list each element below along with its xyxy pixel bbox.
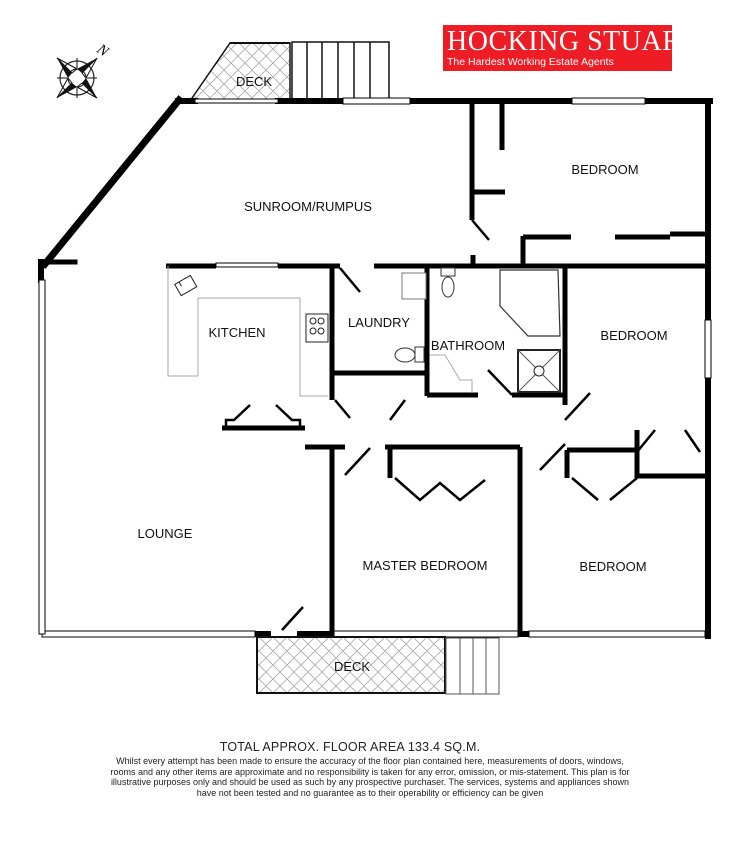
room-label-laundry: LAUNDRY <box>348 315 410 330</box>
brand-name: HOCKING STUART <box>447 26 698 57</box>
disclaimer: Whilst every attempt has been made to en… <box>110 756 630 798</box>
toilet-icon-bathroom <box>440 267 456 298</box>
room-label-deck-bottom: DECK <box>334 659 370 674</box>
doors <box>224 219 702 631</box>
room-label-deck-top: DECK <box>236 74 272 89</box>
laundry-tub-icon <box>401 272 427 300</box>
compass-rose-icon <box>56 57 98 99</box>
toilet-icon <box>394 346 425 363</box>
stairs-bottom <box>445 637 500 695</box>
exterior-walls <box>38 95 713 639</box>
room-label-lounge: LOUNGE <box>138 526 193 541</box>
brand-tagline: The Hardest Working Estate Agents <box>447 56 614 68</box>
room-label-bedroom-right: BEDROOM <box>600 328 667 343</box>
vanity-icon <box>430 354 473 393</box>
room-label-bathroom: BATHROOM <box>431 338 505 353</box>
north-label: N <box>93 41 112 61</box>
room-label-bedroom-top: BEDROOM <box>571 162 638 177</box>
room-label-sunroom: SUNROOM/RUMPUS <box>244 199 372 214</box>
stairs-top <box>291 41 390 101</box>
deck-top <box>188 42 291 102</box>
stove-icon <box>305 313 329 343</box>
total-floor-area: TOTAL APPROX. FLOOR AREA 133.4 SQ.M. <box>219 740 481 754</box>
room-label-kitchen: KITCHEN <box>208 325 265 340</box>
kitchen-bench <box>167 266 328 397</box>
windows <box>38 97 712 638</box>
interior-walls <box>166 101 705 634</box>
shower-icon <box>517 349 561 393</box>
brand-logo: HOCKING STUART The Hardest Working Estat… <box>443 25 697 71</box>
bathtub-icon <box>499 269 561 337</box>
deck-bottom <box>256 636 446 694</box>
footer: TOTAL APPROX. FLOOR AREA 133.4 SQ.M. Whi… <box>110 740 630 798</box>
room-label-master-bedroom: MASTER BEDROOM <box>363 558 488 573</box>
room-label-bedroom-bottom: BEDROOM <box>579 559 646 574</box>
sink-icon <box>174 274 198 297</box>
